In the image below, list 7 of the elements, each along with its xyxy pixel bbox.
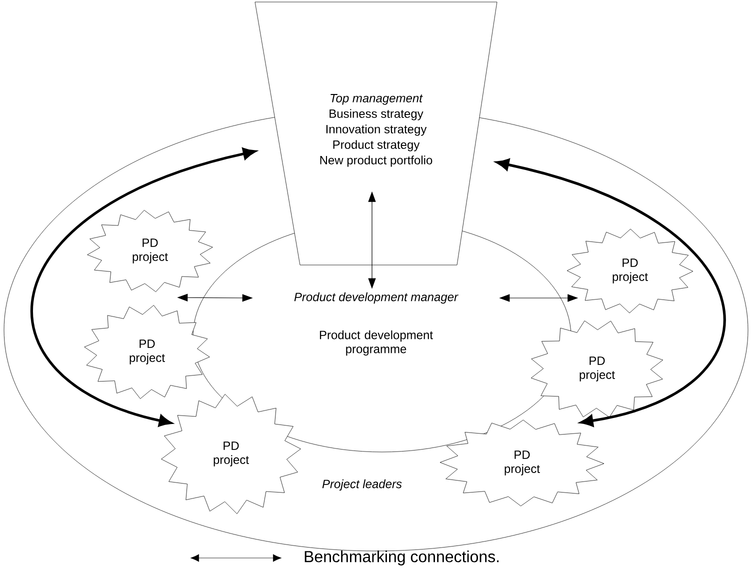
trapezoid-box: Top management Business strategy Innovation strategy Product strategy New product portfolio	[254, 2, 498, 266]
arrow	[31, 148, 256, 426]
arrow	[500, 294, 578, 302]
arrow	[178, 294, 252, 302]
legend-text: Benchmarking connections.	[304, 550, 499, 566]
arrow	[368, 192, 376, 288]
arrow	[496, 158, 726, 427]
